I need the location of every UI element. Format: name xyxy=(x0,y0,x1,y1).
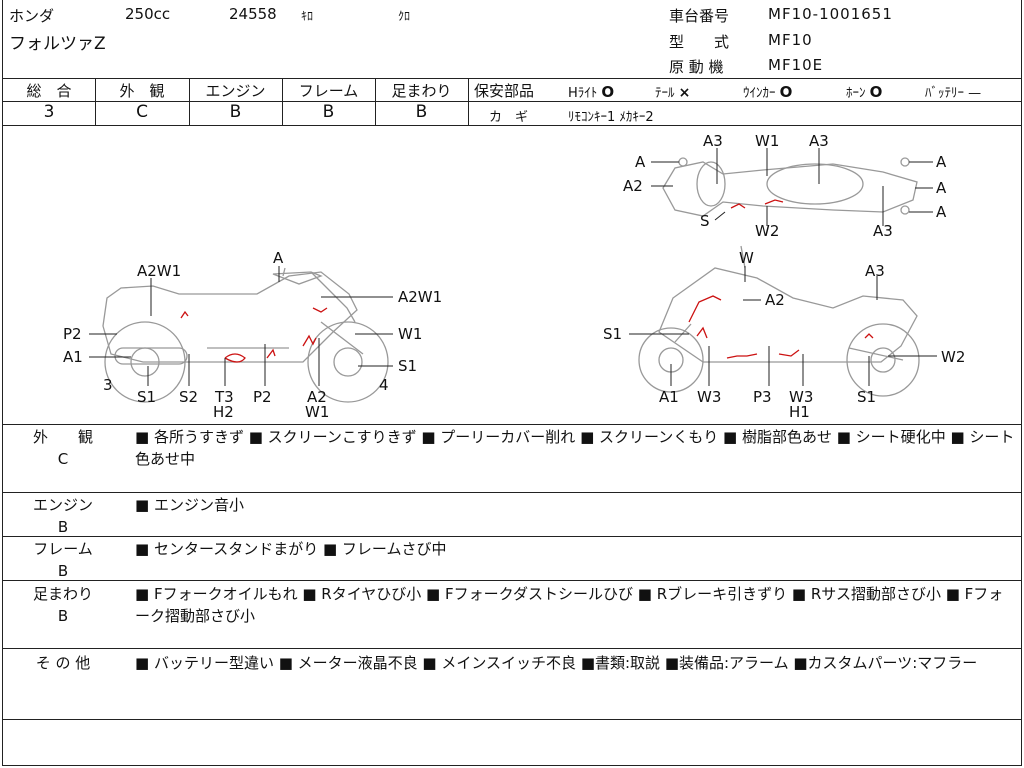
safety-horn: ﾎｰﾝ O xyxy=(846,83,883,101)
safety-tail: ﾃｰﾙ × xyxy=(655,85,691,101)
rb-label-w: W xyxy=(739,249,754,267)
left-bike-outline xyxy=(102,267,389,403)
horn-mark: O xyxy=(869,83,883,101)
grade-exterior: C xyxy=(136,102,148,122)
tv-label-a-4: A xyxy=(936,203,947,221)
frame-number: MF10-1001651 xyxy=(768,5,893,23)
lb-label-a: A xyxy=(273,249,284,267)
condition-grade-exterior: C xyxy=(57,450,69,468)
battery-mark: — xyxy=(968,86,982,101)
tv-label-a-1: A xyxy=(635,153,646,171)
rb-label-s1-b: S1 xyxy=(857,388,876,406)
frame-number-label: 車台番号 xyxy=(669,7,730,25)
condition-label-other: そ の 他 xyxy=(35,654,91,672)
grade-engine: B xyxy=(229,102,242,122)
condition-grade-engine: B xyxy=(57,518,69,536)
lb-label-t3: T3 xyxy=(214,388,234,406)
tv-label-a2: A2 xyxy=(623,177,643,195)
key-value: ﾘﾓｺﾝｷｰ1 ﾒｶｷｰ2 xyxy=(568,110,654,125)
grade-frame: B xyxy=(322,102,335,122)
model-name: フォルツァZ xyxy=(9,34,106,54)
grade-header-suspension: 足まわり xyxy=(391,82,452,100)
lb-label-h2: H2 xyxy=(213,403,234,421)
color: ｸﾛ xyxy=(398,9,411,23)
tv-label-a-2: A xyxy=(936,153,947,171)
model-label: 型 式 xyxy=(669,33,730,51)
condition-text-frame: ■ センタースタンドまがり ■ フレームさび中 xyxy=(135,540,447,558)
grade-header-engine: エンジン xyxy=(205,82,266,100)
rb-label-s1: S1 xyxy=(603,325,622,343)
grade-overall: 3 xyxy=(43,102,55,122)
headlight-mark: O xyxy=(601,83,615,101)
safety-headlight: Hﾗｲﾄ O xyxy=(568,83,615,101)
damage-diagram: A A2W1 A2W1 P2 W1 A1 S1 3 4 S1 S2 T3 H2 … xyxy=(63,132,965,421)
lb-label-3: 3 xyxy=(103,376,113,394)
rb-label-w3: W3 xyxy=(697,388,721,406)
displacement: 250cc xyxy=(125,5,171,23)
tv-label-a3-left: A3 xyxy=(703,132,723,150)
safety-battery: ﾊﾞｯﾃﾘｰ — xyxy=(925,86,982,101)
tv-label-a3-right: A3 xyxy=(809,132,829,150)
lb-label-a2: A2 xyxy=(307,388,327,406)
condition-label-frame: フレーム xyxy=(33,540,93,558)
condition-label-suspension: 足まわり xyxy=(32,585,93,603)
condition-grade-suspension: B xyxy=(57,607,69,625)
tail-mark: × xyxy=(678,85,691,101)
lb-label-a1: A1 xyxy=(63,348,83,366)
leader-lines xyxy=(89,148,937,386)
lb-label-4: 4 xyxy=(379,376,389,394)
condition-text-suspension: ■ Fフォークオイルもれ ■ Rタイヤひび小 ■ Fフォークダストシールひび ■… xyxy=(135,585,1004,625)
rb-label-w2: W2 xyxy=(941,348,965,366)
rb-label-a2: A2 xyxy=(765,291,785,309)
condition-label-engine: エンジン xyxy=(32,496,93,514)
condition-suspension: 足まわり B ■ Fフォークオイルもれ ■ Rタイヤひび小 ■ Fフォークダスト… xyxy=(3,583,1021,647)
condition-text-exterior: ■ 各所うすきず ■ スクリーンこすりきず ■ プーリーカバー削れ ■ スクリー… xyxy=(135,428,1015,468)
rb-label-p3: P3 xyxy=(753,388,772,406)
damage-marks xyxy=(180,199,874,363)
maker: ホンダ xyxy=(9,7,55,25)
engine-label: 原 動 機 xyxy=(669,58,724,76)
grade-header-exterior: 外 観 xyxy=(119,82,165,100)
grade-header-frame: フレーム xyxy=(298,82,359,100)
tv-label-a3-bottom: A3 xyxy=(873,222,893,240)
condition-engine: エンジン B ■ エンジン音小 xyxy=(3,494,1021,536)
engine-code: MF10E xyxy=(768,56,824,74)
lb-label-w1: W1 xyxy=(398,325,422,343)
condition-frame: フレーム B ■ センタースタンドまがり ■ フレームさび中 xyxy=(3,538,1021,580)
lb-label-p2: P2 xyxy=(63,325,82,343)
right-bike-outline xyxy=(638,245,920,397)
tv-label-w1: W1 xyxy=(755,132,779,150)
rb-label-h1: H1 xyxy=(789,403,810,421)
rb-label-a1: A1 xyxy=(659,388,679,406)
model-code: MF10 xyxy=(768,31,813,49)
condition-exterior: 外 観 C ■ 各所うすきず ■ スクリーンこすりきず ■ プーリーカバー削れ … xyxy=(3,426,1021,492)
condition-text-engine: ■ エンジン音小 xyxy=(135,496,244,514)
rb-label-w3-b: W3 xyxy=(789,388,813,406)
condition-grade-frame: B xyxy=(57,562,69,580)
lb-label-w1-bottom: W1 xyxy=(305,403,329,421)
lb-label-s1-right: S1 xyxy=(398,357,417,375)
mileage: 24558 xyxy=(229,5,277,23)
grade-suspension: B xyxy=(415,102,428,122)
lb-label-a2w1-top: A2W1 xyxy=(137,262,181,280)
condition-other: そ の 他 ■ バッテリー型違い ■ メーター液晶不良 ■ メインスイッチ不良 … xyxy=(3,652,1021,718)
lb-label-p2-bottom: P2 xyxy=(253,388,272,406)
tv-label-w2: W2 xyxy=(755,222,779,240)
lb-label-s2: S2 xyxy=(179,388,198,406)
condition-label-exterior: 外 観 xyxy=(32,428,93,446)
top-view-outline xyxy=(662,157,918,217)
safety-winker: ｳｲﾝｶｰ O xyxy=(743,83,793,101)
grade-header-overall: 総 合 xyxy=(26,82,72,100)
key-label: カ ギ xyxy=(489,110,529,125)
rb-label-a3: A3 xyxy=(865,262,885,280)
lb-label-s1: S1 xyxy=(137,388,156,406)
tv-label-s: S xyxy=(700,212,710,230)
safety-title: 保安部品 xyxy=(474,82,535,100)
tv-label-a-3: A xyxy=(936,179,947,197)
winker-mark: O xyxy=(779,83,793,101)
condition-text-other: ■ バッテリー型違い ■ メーター液晶不良 ■ メインスイッチ不良 ■書類:取説… xyxy=(135,654,978,672)
lb-label-a2w1-right: A2W1 xyxy=(398,288,442,306)
mileage-unit: ｷﾛ xyxy=(301,9,314,23)
